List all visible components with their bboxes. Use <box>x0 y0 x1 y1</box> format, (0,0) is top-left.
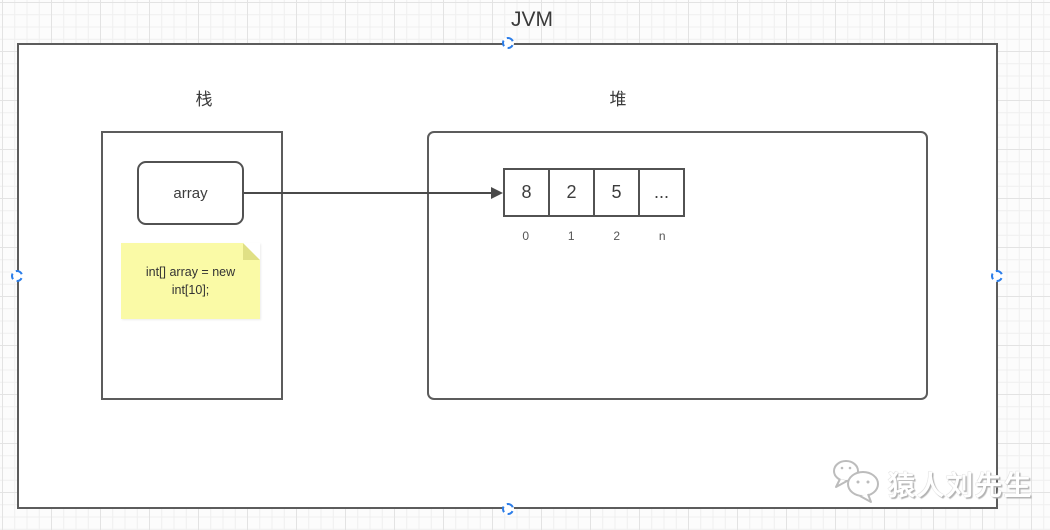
reference-arrow-head-icon <box>491 187 503 199</box>
connection-handle-bottom[interactable] <box>502 503 514 515</box>
array-cell-0[interactable]: 8 <box>503 168 550 217</box>
array-index-3: n <box>658 229 666 243</box>
stack-section-label: 栈 <box>195 90 213 109</box>
jvm-title: JVM <box>511 8 553 31</box>
connection-handle-right[interactable] <box>991 270 1003 282</box>
connection-handle-left[interactable] <box>11 270 23 282</box>
note-line-1: int[] array = new <box>145 265 236 279</box>
array-variable-label: array <box>173 184 208 202</box>
wechat-chat-bubbles-icon <box>830 458 884 509</box>
reference-arrow-line[interactable] <box>244 192 492 194</box>
array-cell-2[interactable]: 5 <box>593 168 640 217</box>
array-cell-3[interactable]: ... <box>638 168 685 217</box>
heap-section-label: 堆 <box>609 90 627 109</box>
array-variable-shape[interactable]: array <box>137 161 244 225</box>
watermark-text: 猿人刘先生 <box>888 471 1033 501</box>
array-cells[interactable]: 8 2 5 ... <box>503 168 685 217</box>
array-index-0: 0 <box>522 229 530 243</box>
array-cell-1[interactable]: 2 <box>548 168 595 217</box>
array-index-1: 1 <box>567 229 575 243</box>
note-line-2: int[10]; <box>171 283 210 298</box>
array-index-2: 2 <box>613 229 621 243</box>
watermark: 猿人刘先生 <box>830 458 1033 509</box>
connection-handle-top[interactable] <box>502 37 514 49</box>
array-index-labels: 0 1 2 n <box>503 229 685 243</box>
code-sticky-note[interactable]: int[] array = new int[10]; <box>121 243 260 319</box>
